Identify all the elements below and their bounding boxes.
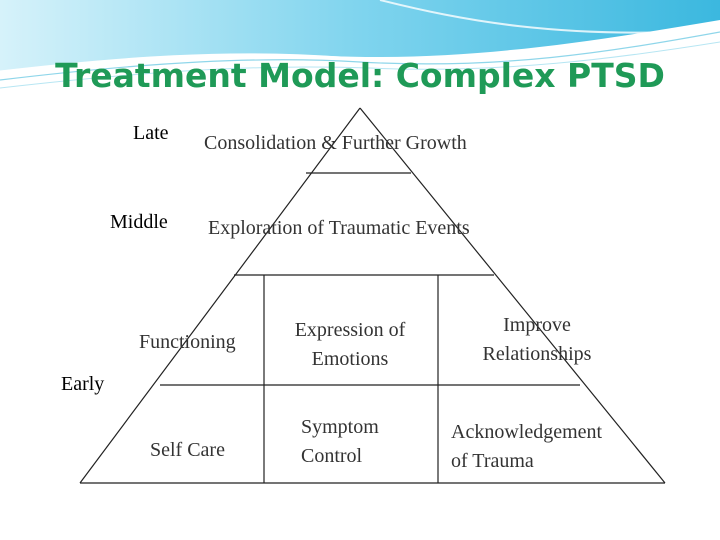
acknowledgement-line-2: of Trauma	[451, 450, 534, 472]
level-label-middle: Middle	[110, 211, 168, 233]
base-cell-symptom-control: Symptom Control	[301, 413, 379, 471]
slide-title: Treatment Model: Complex PTSD	[55, 56, 665, 95]
improve-relationships-line-2: Relationships	[482, 343, 592, 365]
header-wave-banner	[0, 0, 720, 89]
expression-of-emotions-line-1: Expression of	[294, 319, 406, 341]
base-cell-acknowledgement-of-trauma: Acknowledgement of Trauma	[451, 418, 602, 476]
acknowledgement-line-1: Acknowledgement	[451, 421, 603, 443]
top-tier-text: Consolidation & Further Growth	[204, 132, 467, 154]
level-label-early: Early	[61, 373, 105, 395]
base-cell-improve-relationships: Improve Relationships	[462, 311, 612, 369]
symptom-control-line-1: Symptom	[301, 416, 379, 438]
base-cell-expression-of-emotions: Expression of Emotions	[270, 316, 430, 374]
symptom-control-line-2: Control	[301, 445, 363, 467]
pyramid-right-edge	[359, 107, 666, 484]
improve-relationships-line-1: Improve	[503, 314, 571, 336]
base-cell-self-care: Self Care	[150, 439, 225, 461]
expression-of-emotions-line-2: Emotions	[311, 348, 389, 370]
base-cell-functioning: Functioning	[139, 331, 236, 353]
pyramid-left-edge	[79, 107, 361, 484]
middle-tier-text: Exploration of Traumatic Events	[208, 217, 470, 239]
level-label-late: Late	[133, 122, 169, 144]
